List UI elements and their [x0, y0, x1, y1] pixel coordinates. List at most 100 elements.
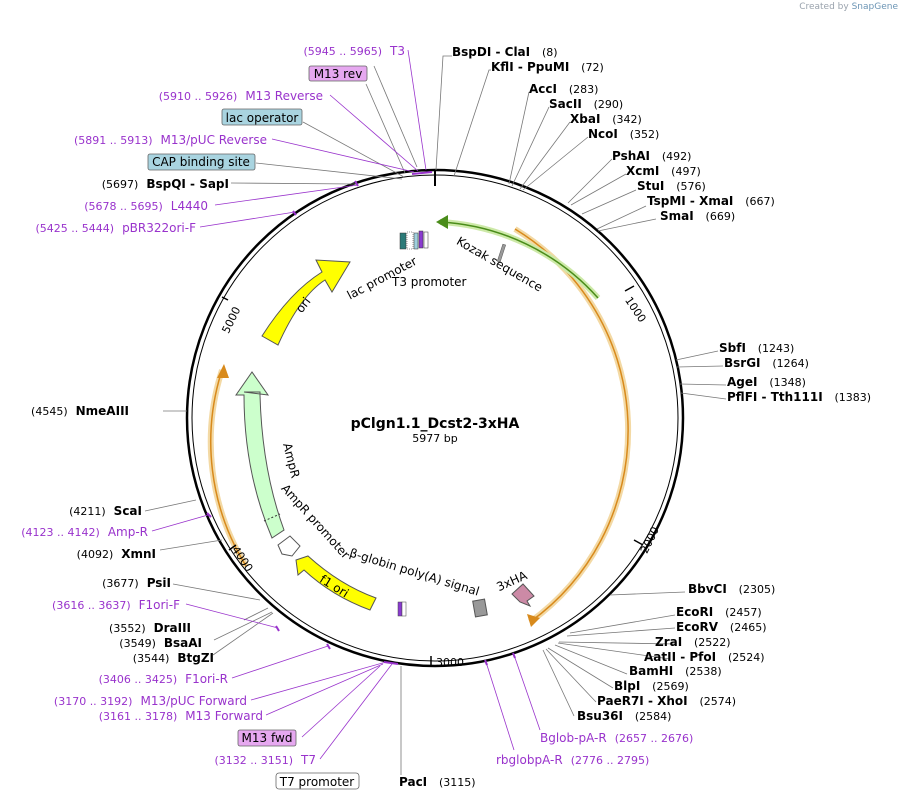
enzyme-name: DraIII: [154, 621, 191, 635]
tick-2000: [633, 539, 644, 546]
primer-name: rbglobpA-R: [496, 753, 563, 767]
globin-signal-feature: [472, 598, 488, 618]
enzyme-name: BlpI: [614, 679, 640, 693]
enzyme-pos: (4545): [31, 405, 68, 418]
enzyme-name: PaeR7I - XhoI: [597, 694, 688, 708]
primer-label-m13-puc-reverse: (5891 .. 5913) M13/pUC Reverse: [74, 133, 267, 147]
plasmid-name: pClgn1.1_Dcst2-3xHA: [351, 416, 520, 432]
f1-ori-feature: [295, 555, 377, 611]
primer-name: L4440: [171, 199, 208, 213]
primer-range: (2776 .. 2795): [571, 754, 650, 767]
enzyme-name: ScaI: [114, 504, 142, 518]
enzyme-pos: (2569): [652, 680, 689, 693]
enzyme-pos: (342): [612, 113, 642, 126]
primer-range: (2657 .. 2676): [615, 732, 694, 745]
enzyme-pos: (1243): [758, 342, 795, 355]
enzyme-pos: (2465): [730, 621, 767, 634]
primer-range: (3406 .. 3425): [99, 673, 178, 686]
enzyme-pos: (2524): [728, 651, 765, 664]
orange-arc-left-core: [210, 369, 247, 567]
primer-name: F1ori-R: [185, 672, 228, 686]
enzyme-label-ecori: EcoRI (2457): [676, 605, 762, 619]
enzyme-pos: (1264): [772, 357, 809, 370]
enzyme-label-bsu36i: Bsu36I (2584): [577, 709, 671, 723]
primer-name: Amp-R: [108, 525, 148, 539]
enzyme-pos: (669): [706, 210, 736, 223]
enzyme-label-pshai: PshAI (492): [612, 149, 691, 163]
ori-feature: [261, 259, 351, 346]
enzyme-name: KflI - PpuMI: [491, 60, 569, 74]
lac-promoter-glyph: [406, 231, 414, 250]
enzyme-label-xmni: (4092)XmnI: [77, 547, 156, 561]
t7-promoter-box: [275, 772, 360, 790]
snapgene-credit: Created by SnapGene: [799, 2, 898, 12]
m13-fwd-text: M13 fwd: [242, 731, 293, 745]
primer-range: (5678 .. 5695): [84, 200, 163, 213]
t7-promoter-glyph: [397, 601, 403, 617]
primer-name: M13/pUC Forward: [140, 694, 247, 708]
enzyme-label-btgzi: (3544)BtgZI: [133, 651, 214, 665]
enzyme-name: SmaI: [660, 209, 694, 223]
primer-range: (3161 .. 3178): [99, 710, 178, 723]
orange-arc-left-head: [217, 364, 229, 378]
enzyme-label-acci: AccI (283): [529, 82, 598, 96]
cap-site-text: CAP binding site: [152, 155, 250, 169]
primer-mark-pbr322: [292, 210, 297, 216]
enzyme-pos: (283): [569, 83, 599, 96]
enzyme-name: AgeI: [727, 375, 757, 389]
primer-name: M13 Forward: [185, 709, 263, 723]
enzyme-name: TspMI - XmaI: [647, 194, 733, 208]
enzyme-name: BamHI: [629, 664, 673, 678]
t3-promoter-label: T3 promoter: [391, 275, 467, 289]
m13-fwd-box: [237, 729, 297, 747]
enzyme-name: BsaAI: [164, 636, 202, 650]
enzyme-label-ecorv: EcoRV (2465): [676, 620, 767, 634]
primer-name: M13/pUC Reverse: [161, 133, 268, 147]
enzyme-pos: (3549): [119, 637, 156, 650]
enzyme-label-xcmi: XcmI (497): [626, 164, 701, 178]
enzyme-label-tspmi: TspMI - XmaI (667): [647, 194, 775, 208]
enzyme-label-bsaai: (3549) BsaAI: [119, 636, 202, 650]
tick-label-1000: 1000: [622, 294, 648, 324]
enzyme-label-kfli: KflI - PpuMI (72): [491, 60, 604, 74]
plasmid-size: 5977 bp: [412, 432, 457, 445]
t3-glyph: [423, 231, 429, 249]
enzyme-label-bspqi: (5697)BspQI - SapI: [102, 177, 229, 191]
enzyme-name: PsiI: [147, 576, 171, 590]
enzyme-pos: (576): [676, 180, 706, 193]
enzyme-name: BsrGI: [724, 356, 761, 370]
primer-label-rbglobpa-r: rbglobpA-R (2776 .. 2795): [496, 753, 649, 767]
primer-label-bglob-pa-r: Bglob-pA-R(2657 .. 2676): [540, 731, 693, 745]
enzyme-name: StuI: [637, 179, 664, 193]
credit-prefix: Created by: [799, 2, 849, 12]
enzyme-label-agei: AgeI (1348): [727, 375, 806, 389]
enzyme-pos: (3115): [439, 776, 476, 789]
enzyme-pos: (2522): [694, 636, 731, 649]
primer-label-l4440: (5678 .. 5695) L4440: [84, 199, 208, 213]
m13-rev-box: [308, 65, 368, 82]
enzyme-name: PacI: [399, 775, 427, 789]
cap-site-box: [147, 153, 256, 171]
tick-5000: [221, 296, 229, 301]
primer-label-pbr322ori-f: (5425 .. 5444)pBR322ori-F: [36, 221, 197, 235]
enzyme-label-stui: StuI (576): [637, 179, 706, 193]
enzyme-pos: (8): [542, 46, 558, 59]
tick-label-2000: 2000: [638, 525, 662, 556]
enzyme-name: PshAI: [612, 149, 650, 163]
enzyme-name: PflFI - Tth111I: [727, 390, 823, 404]
primer-label-f1ori-r: (3406 .. 3425) F1ori-R: [99, 672, 228, 686]
ampr-label: AmpR: [280, 441, 302, 479]
tick-4000: [228, 544, 237, 551]
enzyme-label-zrai: ZraI (2522): [655, 635, 731, 649]
enzyme-label-psii: (3677)PsiI: [102, 576, 171, 590]
enzyme-pos: (2457): [725, 606, 762, 619]
primer-range: (5891 .. 5913): [74, 134, 153, 147]
tick-label-4000: 4000: [229, 544, 255, 574]
enzyme-pos: (1348): [769, 376, 806, 389]
enzyme-label-aatii: AatII - PfoI (2524): [644, 650, 765, 664]
primer-label-f1ori-f: (3616 .. 3637)F1ori-F: [52, 598, 180, 612]
enzyme-name: XbaI: [570, 112, 600, 126]
primer-range: (5425 .. 5444): [36, 222, 115, 235]
enzyme-label-bspdi: BspDI - ClaI (8): [452, 45, 558, 59]
